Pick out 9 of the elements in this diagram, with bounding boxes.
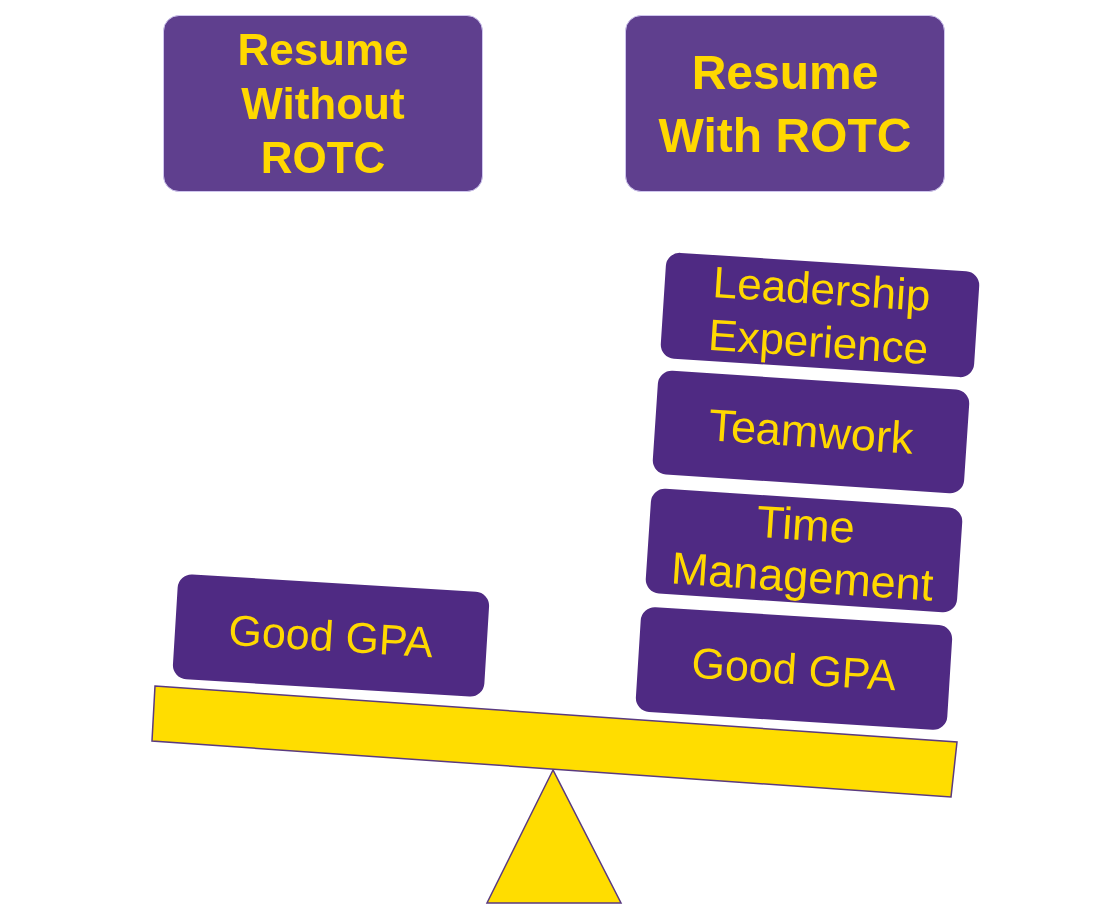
resume-card <box>625 15 945 192</box>
block-label: Time Management <box>668 493 937 612</box>
card-title: Resume With ROTC <box>657 44 913 164</box>
block-label: Good GPA <box>227 603 435 667</box>
card-title: Resume Without ROTC <box>236 23 410 184</box>
block-label: Teamwork <box>706 399 916 465</box>
block-label: Leadership Experience <box>705 256 933 375</box>
block-label: Good GPA <box>690 636 898 700</box>
resume-card <box>163 15 483 192</box>
